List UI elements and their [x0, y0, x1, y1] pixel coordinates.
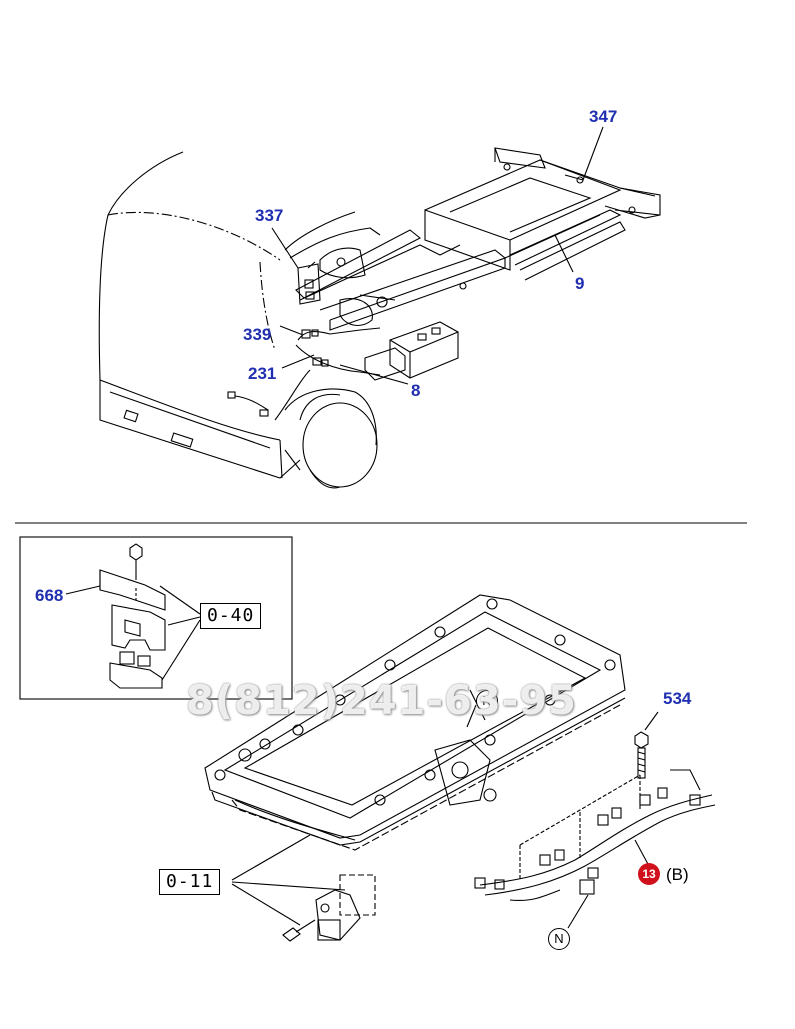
callout-badge-13: 13 — [638, 863, 660, 885]
callout-347: 347 — [589, 107, 618, 126]
wiring-harness — [466, 704, 716, 929]
marker-n-top: N — [476, 690, 498, 712]
watermark-phone: 8(812)241-63-95 — [186, 678, 577, 724]
callout-337: 337 — [255, 206, 284, 225]
mount-bracket — [282, 874, 376, 942]
callout-534: 534 — [663, 689, 692, 708]
callout-668: 668 — [35, 586, 64, 605]
chassis-frame — [295, 147, 661, 331]
marker-n-bottom: N — [548, 928, 570, 950]
bolt-534 — [634, 711, 659, 779]
leader-lines-top — [271, 126, 604, 385]
ref-box-0-40: 0-40 — [200, 603, 262, 629]
oil-pan-gasket — [204, 594, 626, 851]
ref-box-0-11: 0-11 — [159, 869, 221, 895]
inset-frame — [19, 536, 293, 700]
callout-231: 231 — [248, 364, 277, 383]
leader-lines-011 — [231, 834, 346, 926]
cab-outline — [98, 151, 381, 489]
variant-label: (B) — [666, 865, 689, 884]
callout-339: 339 — [243, 325, 272, 344]
engine-components — [227, 247, 459, 421]
callout-9: 9 — [575, 274, 585, 293]
inset-bracket — [65, 543, 201, 689]
callout-8: 8 — [411, 381, 421, 400]
